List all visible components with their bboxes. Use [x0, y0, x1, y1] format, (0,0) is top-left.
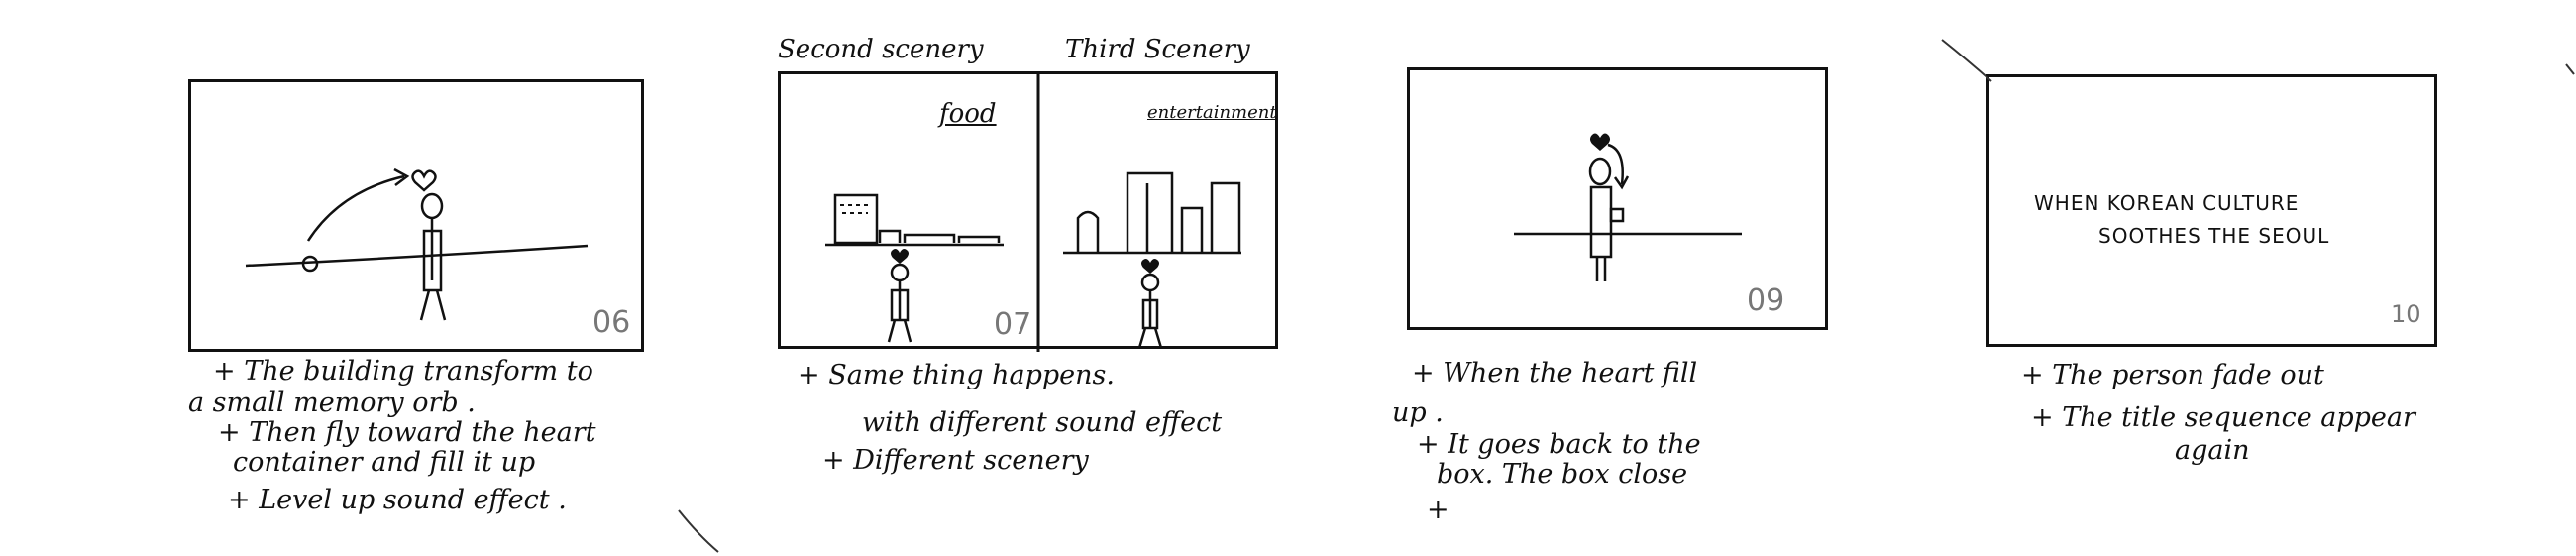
frame-07-title-left: Second scenery [778, 35, 984, 64]
storyboard-frame-09: 09 [1407, 67, 1828, 330]
frame-06-note-5: + Level up sound effect . [228, 485, 567, 515]
frame-number: 10 [2391, 300, 2421, 328]
frame-10-note-3: again [2175, 435, 2250, 466]
frame-10-note-2: + The title sequence appear [2031, 402, 2415, 433]
frame-06-note-2: a small memory orb . [188, 388, 476, 418]
frame-07-note-2: with different sound effect [862, 407, 1223, 438]
frame-07-title-right: Third Scenery [1065, 35, 1250, 64]
frame-06-note-3: + Then fly toward the heart [218, 417, 596, 448]
frame-number: 06 [592, 305, 631, 340]
frame-06-note-1: + The building transform to [213, 356, 593, 387]
entertainment-tag: entertainment [1147, 102, 1277, 123]
title-sequence-line-2: SOOTHES THE SEOUL [2098, 224, 2330, 248]
title-sequence-line-1: WHEN KOREAN CULTURE [2034, 191, 2300, 215]
frame-09-note-5: + [1427, 495, 1449, 525]
frame-09-note-3: + It goes back to the [1417, 429, 1701, 460]
frame-06-sketch [245, 167, 589, 321]
frame-07-sketch [825, 74, 1241, 352]
food-tag: food [939, 99, 997, 129]
frame-number: 09 [1747, 283, 1785, 318]
storyboard-frame-07: food entertainment 07 [778, 71, 1278, 352]
frame-09-note-1: + When the heart fill [1412, 358, 1698, 389]
frame-06-note-4: container and fill it up [233, 447, 536, 478]
frame-09-sketch [1514, 133, 1742, 281]
frame-10-note-1: + The person fade out [2021, 360, 2324, 390]
frame-07-note-1: + Same thing happens. [798, 360, 1115, 390]
storyboard-frame-10: WHEN KOREAN CULTURE SOOTHES THE SEOUL 10 [1986, 74, 2437, 347]
frame-09-note-4: box. The box close [1437, 459, 1688, 490]
frame-number: 07 [994, 307, 1032, 342]
frame-09-note-2: up . [1392, 397, 1444, 428]
frame-07-note-3: + Different scenery [822, 445, 1089, 476]
storyboard-frame-06: 06 [188, 79, 644, 352]
